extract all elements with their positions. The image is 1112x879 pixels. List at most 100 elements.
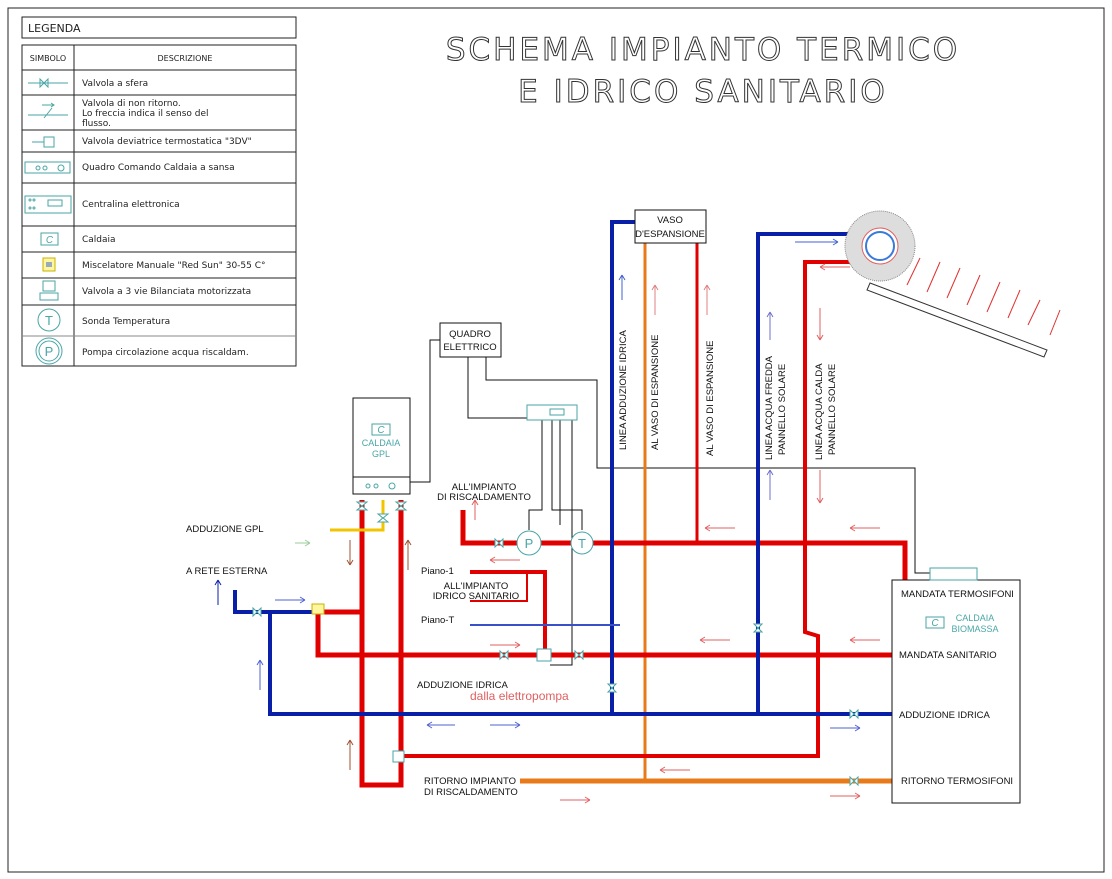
svg-text:T: T [578, 536, 586, 551]
svg-text:T: T [45, 313, 53, 328]
ball-valve-icon [849, 708, 859, 720]
label-all-impianto-risc: DI RISCALDAMENTO [437, 492, 531, 503]
temperature-probe-icon: T [37, 308, 61, 332]
manual-mixer-icon [42, 257, 56, 272]
label-ritorno-termosifoni: RITORNO TERMOSIFONI [901, 776, 1013, 787]
drawing-frame [7, 7, 1105, 873]
label-piano-t: Piano-T [421, 615, 454, 626]
legend-text: Caldaia [82, 235, 116, 245]
valves: P T [252, 501, 859, 787]
label-ritorno-impianto: DI RISCALDAMENTO [424, 787, 518, 798]
legend-text: Centralina elettronica [82, 200, 180, 210]
label-piano-1: Piano-1 [421, 566, 454, 577]
ball-valve-icon [28, 77, 68, 89]
boiler-gpl: C CALDAIA GPL [352, 397, 411, 495]
circulation-pump-icon: P [516, 530, 542, 556]
legend-text: Valvola di non ritorno. [82, 99, 181, 109]
ball-valve-icon [376, 513, 390, 523]
manual-mixer-icon [311, 603, 325, 615]
diagram-title-line2: E IDRICO SANITARIO [518, 74, 888, 110]
boiler-icon: C [40, 232, 59, 246]
svg-text:BIOMASSA: BIOMASSA [951, 624, 998, 634]
pipe-mandata-riscaldamento [460, 510, 908, 580]
electronic-controller-icon [526, 404, 578, 421]
label-mandata-sanitario: MANDATA SANITARIO [899, 650, 997, 661]
svg-text:VASO: VASO [657, 215, 683, 226]
pipe-gpl [330, 500, 385, 532]
label-linea-adduzione: LINEA ADDUZIONE IDRICA [618, 330, 629, 450]
label-adduzione-gpl: ADDUZIONE GPL [186, 524, 264, 535]
label-mandata-termosifoni: MANDATA TERMOSIFONI [901, 589, 1014, 600]
legend-text: flusso. [82, 119, 111, 129]
label-ritorno-impianto: RITORNO IMPIANTO [424, 776, 516, 787]
legend-text: Valvola deviatrice termostatica "3DV" [82, 137, 252, 147]
svg-text:CALDAIA: CALDAIA [956, 613, 995, 623]
thermostatic-diverter-valve-icon [32, 136, 55, 148]
label-al-vaso-1: AL VASO DI ESPANSIONE [650, 335, 661, 450]
label-all-impianto-idrico: ALL'IMPIANTO [444, 581, 508, 592]
pipe-piano-1 [470, 570, 547, 655]
ball-valve-icon [394, 501, 408, 511]
boiler-biomassa: C CALDAIA BIOMASSA [891, 567, 1021, 804]
svg-text:QUADRO: QUADRO [449, 329, 491, 340]
label-adduzione-idrica-left: ADDUZIONE IDRICA [417, 680, 508, 691]
pipes [233, 220, 908, 788]
legend-text: Valvola a 3 vie Bilanciata motorizzata [82, 287, 251, 297]
svg-text:C: C [377, 425, 385, 436]
electrical-panel: QUADRO ELETTRICO [439, 322, 502, 358]
boiler-control-panel-icon [24, 161, 71, 174]
label-linea-fredda: PANNELLO SOLARE [777, 364, 788, 455]
pipe-solar-hot [400, 260, 860, 758]
legend-text: Miscelatore Manuale "Red Sun" 30-55 C° [82, 261, 266, 271]
legend-text: Pompa circolazione acqua riscaldam. [82, 348, 249, 358]
svg-text:GPL: GPL [372, 449, 390, 459]
flow-arrows [214, 238, 880, 804]
label-all-impianto-idrico: IDRICO SANITARIO [433, 591, 519, 602]
motorized-3way-valve-icon [39, 280, 59, 301]
label-linea-calda: LINEA ACQUA CALDA [814, 363, 825, 460]
pipe-linea-adduzione [610, 220, 635, 714]
pipe-rete-esterna [233, 590, 318, 614]
label-al-vaso-2: AL VASO DI ESPANSIONE [705, 341, 716, 456]
legend-text: Sonda Temperatura [82, 317, 170, 327]
thermostatic-diverter-valve-icon [392, 750, 405, 763]
label-adduzione-idrica-right: ADDUZIONE IDRICA [899, 710, 990, 721]
expansion-vessel: VASO D'ESPANSIONE [634, 209, 707, 244]
svg-text:D'ESPANSIONE: D'ESPANSIONE [635, 229, 705, 240]
ball-valve-icon [494, 537, 504, 549]
ball-valve-icon [574, 649, 584, 661]
label-dalla-elettropompa: dalla elettropompa [470, 689, 569, 703]
svg-text:C: C [46, 235, 54, 246]
label-linea-fredda: LINEA ACQUA FREDDA [764, 355, 775, 460]
svg-text:CALDAIA: CALDAIA [362, 438, 401, 448]
pipe-mandata-sanitario [315, 612, 892, 658]
legend-text: Lo freccia indica il senso del [82, 109, 209, 119]
svg-text:P: P [45, 344, 54, 359]
temperature-probe-icon: T [570, 531, 594, 555]
motorized-3way-valve-icon [536, 648, 552, 662]
ball-valve-icon [252, 606, 262, 618]
legend-col-description: DESCRIZIONE [158, 54, 213, 63]
labels: ALL'IMPIANTO DI RISCALDAMENTO ADDUZIONE … [186, 330, 1014, 798]
legend: LEGENDA SIMBOLO DESCRIZIONE Valvola a sf… [21, 16, 297, 367]
pipe-boiler-left [359, 500, 404, 788]
label-rete-esterna: A RETE ESTERNA [186, 566, 268, 577]
ball-valve-icon [752, 623, 764, 633]
diagram-title-line1: SCHEMA IMPIANTO TERMICO [446, 32, 960, 68]
circulation-pump-icon: P [35, 337, 63, 365]
label-linea-calda: PANNELLO SOLARE [827, 364, 838, 455]
svg-text:ELETTRICO: ELETTRICO [443, 342, 496, 353]
legend-title: LEGENDA [28, 22, 81, 35]
pipe-solar-cold [756, 232, 850, 714]
electronic-controller-icon [24, 195, 72, 214]
ball-valve-icon [849, 775, 859, 787]
svg-text:C: C [931, 618, 939, 629]
check-valve-icon [28, 102, 68, 119]
legend-text: Quadro Comando Caldaia a sansa [82, 163, 235, 173]
pipe-piano-t [470, 572, 528, 602]
solar-collector [844, 210, 1061, 358]
svg-text:P: P [525, 536, 534, 551]
ball-valve-icon [606, 683, 618, 693]
label-all-impianto-risc: ALL'IMPIANTO [452, 482, 516, 493]
